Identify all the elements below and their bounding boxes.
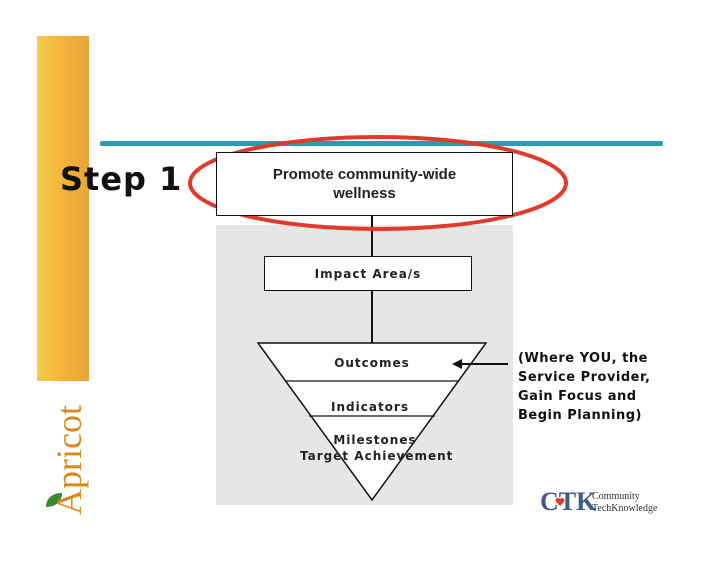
- funnel-triangle: [256, 342, 488, 502]
- funnel-milestones-label: Milestones: [333, 433, 417, 447]
- annotation-text: (Where YOU, the Service Provider, Gain F…: [518, 351, 651, 423]
- step-label: Step 1: [60, 160, 183, 198]
- apricot-logo: Apricot: [38, 395, 89, 515]
- impact-area-box: Impact Area/s: [264, 256, 472, 291]
- funnel-milestones-group: Milestones Target Achievement: [300, 432, 454, 464]
- funnel-target-label: Target Achievement: [300, 449, 454, 463]
- apricot-leaf-icon: [46, 493, 62, 507]
- sidebar-accent-bar: [37, 36, 89, 381]
- ctk-letters: CTK: [540, 487, 597, 516]
- apricot-wordmark: Apricot: [48, 313, 90, 515]
- apricot-wordmark-text: Apricot: [49, 405, 89, 515]
- goal-box: Promote community-wide wellness: [216, 152, 513, 216]
- funnel-indicators-label: Indicators: [331, 400, 409, 414]
- highlight-ellipse: [188, 135, 568, 231]
- header-divider: [100, 141, 663, 146]
- arrow-left-icon: [452, 359, 462, 369]
- funnel-outcomes-label: Outcomes: [334, 356, 410, 370]
- ctk-heart-icon: [555, 498, 565, 506]
- ctk-logo: CTK Community TechKnowledge: [540, 487, 670, 523]
- ctk-wordmark: Community TechKnowledge: [592, 491, 657, 515]
- ctk-line-2: TechKnowledge: [592, 503, 658, 514]
- ctk-line-1: Community: [592, 491, 640, 502]
